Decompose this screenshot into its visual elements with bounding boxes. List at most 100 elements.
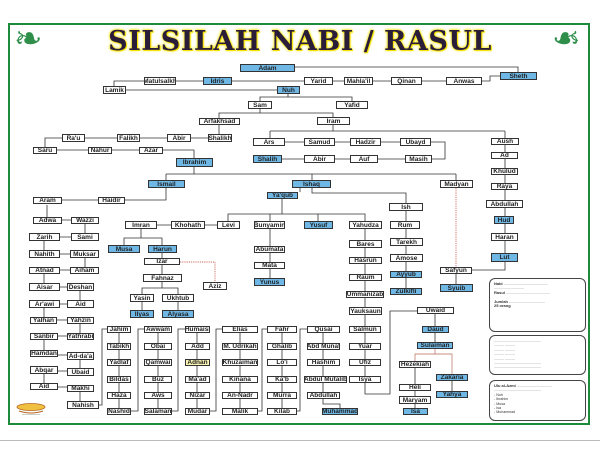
- node-mahlail: Mahla'il: [344, 77, 373, 85]
- page-title: SILSILAH NABI / RASUL: [108, 26, 492, 57]
- node-abdulmutalib: Abdul Mutalib: [304, 376, 347, 383]
- node-arfakhsad: Arfakhsad: [199, 118, 240, 125]
- node-yarid: Yarid: [304, 77, 333, 85]
- node-ars: Ars: [253, 138, 285, 146]
- node-obai: Obai: [144, 343, 172, 350]
- node-falikh: Falikh: [117, 134, 140, 142]
- node-yalhan: Yalhan: [30, 317, 57, 324]
- node-hashim: Hashim: [307, 359, 340, 366]
- node-nahith: Nahith: [29, 250, 60, 258]
- node-yauksaun: Yauksaun: [349, 307, 382, 315]
- node-deshan: Deshan: [67, 283, 94, 291]
- ulul-azmi-item: Musa: [496, 401, 505, 406]
- node-rum: Rum: [390, 221, 420, 229]
- node-lut: Lut: [491, 253, 518, 262]
- node-masih: Masih: [405, 155, 432, 163]
- node-hezekiah: Hezekiah: [399, 361, 431, 368]
- node-aid1: Aid: [67, 300, 94, 308]
- node-abdullah2: Abdullah: [307, 392, 340, 399]
- node-fahnaz: Fahnaz: [143, 274, 182, 282]
- node-makhi: Makhi: [67, 385, 94, 392]
- node-aid2: Aid: [30, 383, 58, 390]
- node-anwas: Anwas: [446, 77, 482, 85]
- node-abqar: Abqar: [30, 366, 58, 374]
- notes-box-ulul-azmi: Ulu al-Azmi ............................…: [489, 380, 586, 421]
- node-adnan: Adnan: [185, 359, 210, 366]
- node-bildas: Bildas: [107, 376, 131, 383]
- node-levi: Levi: [217, 221, 240, 229]
- node-ayyub: Ayyub: [390, 271, 422, 278]
- node-raya: Raya: [491, 183, 518, 190]
- node-haidir: Haidir: [98, 197, 125, 204]
- node-tarekh: Tarekh: [390, 238, 423, 246]
- note-count: 25 orang: [494, 303, 511, 309]
- node-yadlaf: Yadlaf: [107, 359, 131, 366]
- node-ish: Ish: [389, 203, 423, 211]
- node-ufiz: Ufiz: [349, 359, 381, 366]
- node-ubaid: Ubaid: [67, 368, 94, 376]
- node-yaqub: Ya'qub: [267, 192, 298, 199]
- node-sulaiman: Sulaiman: [417, 342, 453, 349]
- node-arawi: Ar'awi: [29, 300, 60, 308]
- node-izar: Izar: [144, 258, 180, 265]
- node-haran: Haran: [491, 233, 518, 241]
- node-lamik: Lamik: [103, 86, 126, 94]
- node-awwam: Awwam: [144, 326, 172, 333]
- node-loi: Lo'i: [267, 359, 297, 366]
- node-abir2: Abir: [304, 155, 335, 163]
- node-zakaria: Zakaria: [436, 374, 468, 381]
- node-muhammad: Muhammad: [322, 408, 358, 415]
- note-term-ulu-al-azmi: Ulu al-Azmi: [494, 383, 516, 388]
- node-yahzin: Yahzin: [67, 317, 94, 324]
- node-yahudza: Yahudza: [349, 221, 382, 229]
- node-bunyamin: Bunyamin: [254, 221, 285, 229]
- node-humaisi: Humaisi: [185, 326, 210, 333]
- node-shalikh: Shalikh: [208, 134, 232, 142]
- node-sami: Sami: [71, 233, 99, 241]
- node-isya: Isya: [349, 376, 381, 383]
- node-sam: Sam: [248, 101, 272, 109]
- node-adwa: Adwa: [33, 217, 62, 224]
- node-hud: Hud: [494, 216, 514, 224]
- node-annadr: An-Nadr: [222, 392, 258, 399]
- ulul-azmi-item: Ibrahim: [496, 397, 509, 402]
- node-abdmunaf: Abd Munaf: [307, 343, 340, 350]
- node-kab: Ka'b: [267, 376, 297, 383]
- node-yuar: Yuar: [349, 343, 381, 350]
- node-nashid: Nashid: [107, 408, 131, 415]
- node-elias: Elias: [222, 326, 258, 333]
- node-hamdan: Hamdan: [30, 350, 58, 357]
- node-murra: Murra: [267, 392, 297, 399]
- node-idris: Idris: [203, 77, 232, 85]
- node-yasin: Yasin: [130, 294, 154, 302]
- node-samud: Samud: [304, 138, 335, 146]
- node-mata: Mata: [254, 262, 285, 269]
- node-aush: Aush: [491, 138, 519, 145]
- node-aisar: Aisar: [29, 283, 60, 291]
- node-alyasa: Alyasa: [162, 310, 194, 318]
- note-term-jumlah: Jumlah: [494, 298, 509, 304]
- node-salmun: Salmun: [349, 326, 381, 333]
- note-term-nabi: Nabi: [494, 281, 503, 286]
- node-ad: Ad: [491, 152, 518, 159]
- divider: [0, 440, 600, 441]
- node-raum: Raum: [349, 274, 382, 281]
- node-muksar: Muksar: [70, 250, 99, 258]
- ulul-azmi-item: Nuh: [496, 392, 503, 397]
- green-frame: [8, 23, 590, 425]
- ulul-azmi-item: Isa: [496, 406, 501, 411]
- publisher-logo: [16, 403, 46, 415]
- node-abir1: Abir: [167, 134, 191, 142]
- node-haza: Haza: [107, 392, 131, 399]
- node-aiham: Aiham: [70, 267, 99, 274]
- node-bares: Bares: [349, 240, 382, 248]
- node-imran: Imran: [125, 221, 157, 229]
- node-ismail: Ismail: [148, 180, 185, 188]
- node-uwaid: Uwaid: [417, 307, 454, 314]
- node-wazzi: Wazzi: [71, 217, 99, 224]
- node-maryam: Maryam: [399, 396, 431, 404]
- node-abdullah1: Abdullah: [486, 200, 523, 208]
- ornament-icon: ❧: [14, 20, 43, 58]
- node-hadzir: Hadzir: [350, 138, 381, 146]
